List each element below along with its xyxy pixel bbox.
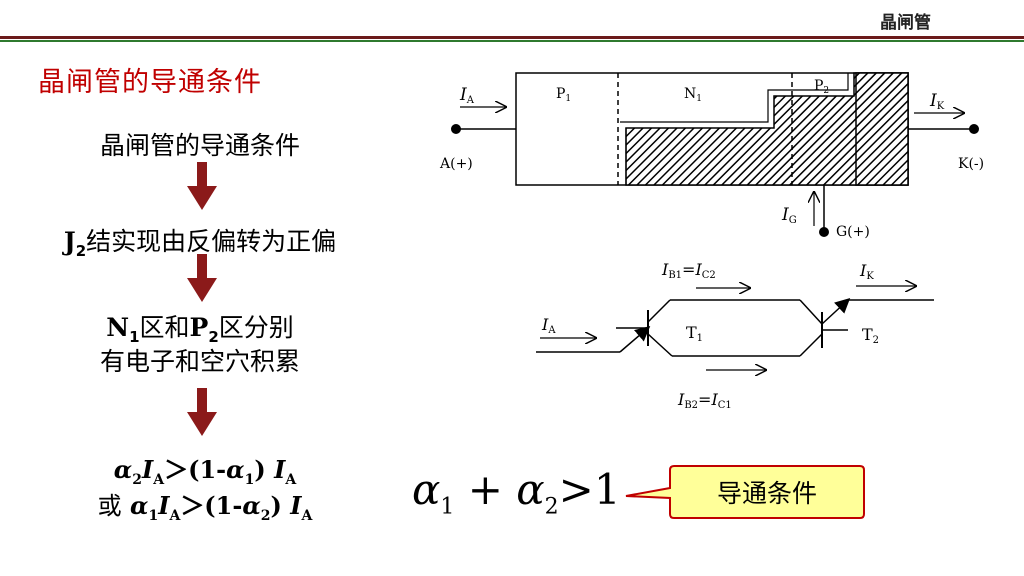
label-p2: P2 (814, 78, 829, 96)
callout-box: 导通条件 (625, 465, 865, 519)
label-ib1-ic2: IB1=IC2 (661, 260, 716, 281)
label-t2: T2 (862, 325, 879, 346)
thyristor-structure-diagram: P1 N1 P2 IA A(+) IK K(-) IG G(+) (439, 72, 984, 240)
flow-step-2: J2结实现由反偏转为正偏 (63, 227, 337, 260)
t1-emitter (619, 326, 651, 353)
callout-text: 导通条件 (717, 479, 817, 508)
flow-step-2-text: 结实现由反偏转为正偏 (86, 227, 337, 256)
flow-step-3-line2: 有电子和空穴积累 (99, 347, 300, 376)
flow-arrow-3 (187, 388, 217, 436)
label-gate: G(+) (836, 224, 870, 240)
conduction-formula: α1 + α2>1 (412, 465, 621, 520)
label-t1: T1 (686, 323, 703, 344)
label-ia-model: IA (541, 315, 556, 336)
flow-step-3-line1: N1区和P2区分别 (106, 313, 294, 346)
condition-line-1: α2IA＞(1-α1) IA (113, 455, 297, 488)
flow-step-2-sub: 2 (75, 242, 87, 260)
label-ib2-ic1: IB2=IC1 (677, 390, 732, 411)
label-ia: IA (459, 85, 475, 106)
flow-step-3-text-b: 区分别 (218, 313, 294, 342)
label-p1: P1 (556, 86, 571, 104)
header-rule-top (0, 36, 1024, 39)
p2-hatched-region (625, 72, 909, 186)
n2-region (855, 72, 909, 186)
label-ik-model: IK (859, 261, 874, 282)
flow-arrow-2 (187, 254, 217, 302)
header-title: 晶闸管 (880, 13, 931, 33)
condition-line-2: 或 α1IA＞(1-α2) IA (97, 491, 313, 524)
flow-step-3-text-a: 区和 (139, 313, 190, 342)
condition-or: 或 (97, 492, 122, 520)
t2-emitter (821, 297, 851, 325)
label-cathode: K(-) (958, 156, 984, 172)
two-transistor-model: IB1=IC2 IK IA T1 T2 IB2=IC1 (536, 260, 934, 411)
label-ig: IG (781, 205, 797, 226)
label-ik: IK (929, 91, 945, 112)
label-n1: N1 (684, 86, 702, 104)
gate-terminal (819, 227, 829, 237)
header-rule-bottom (0, 40, 1024, 42)
flow-arrow-1 (187, 162, 217, 210)
slide-title: 晶闸管的导通条件 (38, 67, 262, 98)
flow-step-1: 晶闸管的导通条件 (99, 131, 300, 160)
label-anode: A(+) (439, 156, 473, 172)
